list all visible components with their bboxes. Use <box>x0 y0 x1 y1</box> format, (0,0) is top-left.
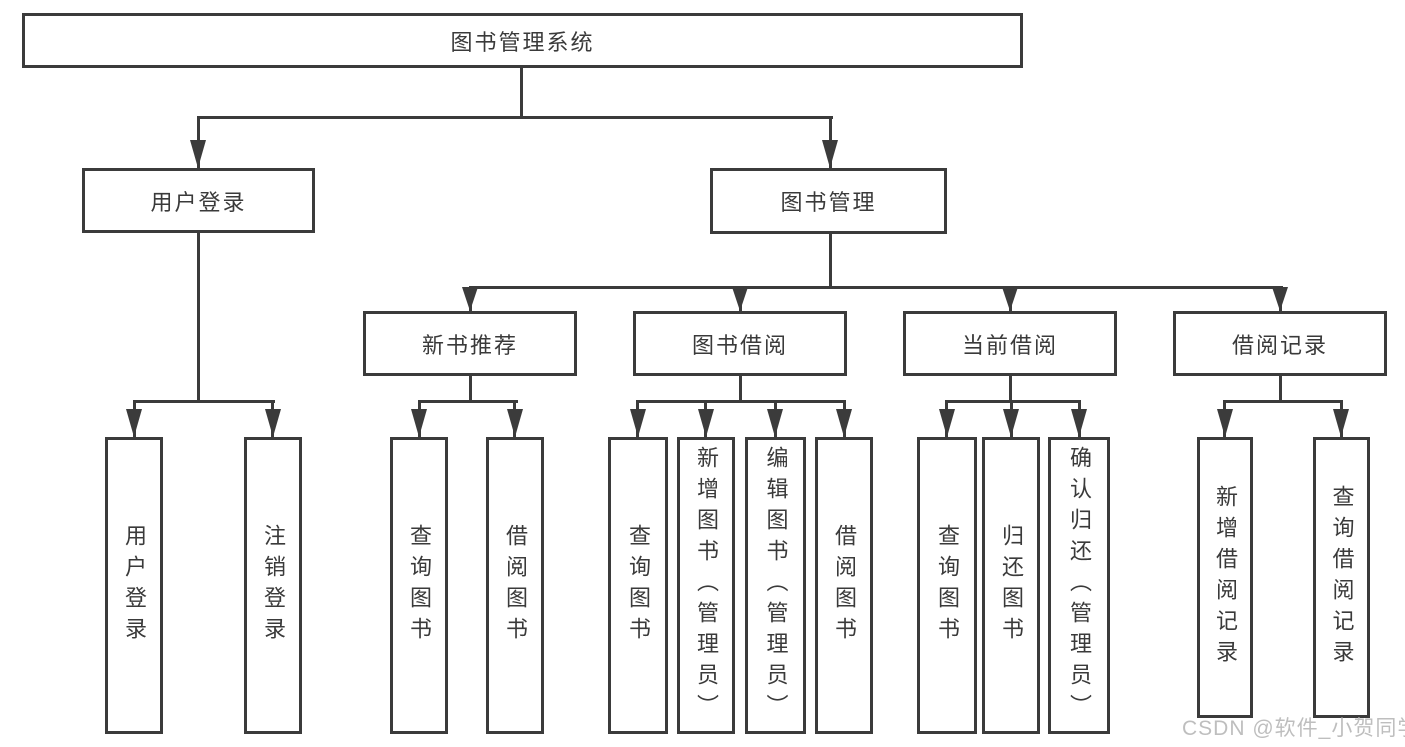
arrow-down-icon <box>265 409 281 437</box>
node-label: 图书借阅 <box>691 332 788 358</box>
node-library-management-system: 图书管理系统 <box>22 13 1023 68</box>
connector-line <box>1279 376 1282 403</box>
node-book-management: 图书管理 <box>710 168 947 234</box>
node-label: 新书推荐 <box>421 332 518 358</box>
node-label: 归还图书 <box>999 523 1024 648</box>
arrow-down-icon <box>836 409 852 437</box>
node-label: 编辑图书（管理员） <box>763 446 789 725</box>
node-user-login: 用户登录 <box>82 168 315 233</box>
arrow-down-icon <box>190 140 206 168</box>
connector-line <box>945 400 1081 403</box>
node-label: 用户登录 <box>122 523 147 648</box>
arrow-down-icon <box>462 287 478 311</box>
arrow-down-icon <box>1002 287 1018 311</box>
leaf-borrow-books-recommend: 借阅图书 <box>486 437 544 734</box>
csdn-watermark: CSDN @软件_小贺同学 <box>1182 717 1405 740</box>
arrow-down-icon <box>767 409 783 437</box>
arrow-down-icon <box>126 409 142 437</box>
connector-line <box>469 286 1283 289</box>
connector-line <box>520 68 523 118</box>
node-label: 当前借阅 <box>961 332 1058 358</box>
arrow-down-icon <box>1071 409 1087 437</box>
connector-line <box>829 234 832 289</box>
connector-line <box>636 400 846 403</box>
leaf-query-books-current: 查询图书 <box>917 437 977 734</box>
connector-line <box>469 376 472 403</box>
connector-line <box>133 400 275 403</box>
arrow-down-icon <box>732 287 748 311</box>
arrow-down-icon <box>411 409 427 437</box>
node-new-book-recommend: 新书推荐 <box>363 311 577 376</box>
node-label: 新增图书（管理员） <box>694 446 719 725</box>
connector-line <box>1223 400 1343 403</box>
node-label: 借阅图书 <box>832 523 857 648</box>
leaf-query-books-recommend: 查询图书 <box>390 437 448 734</box>
node-label: 查询图书 <box>935 523 960 648</box>
leaf-edit-books-admin: 编辑图书（管理员） <box>745 437 806 734</box>
arrow-down-icon <box>507 409 523 437</box>
arrow-down-icon <box>939 409 955 437</box>
node-current-borrow: 当前借阅 <box>903 311 1117 376</box>
arrow-down-icon <box>1272 287 1288 311</box>
leaf-add-borrow-record: 新增借阅记录 <box>1197 437 1253 718</box>
node-label: 注销登录 <box>261 523 286 648</box>
connector-line <box>197 233 200 403</box>
node-label: 查询图书 <box>407 523 432 648</box>
arrow-down-icon <box>1003 409 1019 437</box>
arrow-down-icon <box>822 140 838 168</box>
arrow-down-icon <box>1217 409 1233 437</box>
connector-line <box>197 116 833 119</box>
node-label: 新增借阅记录 <box>1213 484 1238 671</box>
leaf-query-borrow-record: 查询借阅记录 <box>1313 437 1370 718</box>
arrow-down-icon <box>1333 409 1349 437</box>
arrow-down-icon <box>630 409 646 437</box>
leaf-logout-login: 注销登录 <box>244 437 302 734</box>
connector-line <box>1009 376 1012 403</box>
leaf-query-books-borrow: 查询图书 <box>608 437 668 734</box>
node-label: 图书管理 <box>780 190 877 215</box>
leaf-borrow-books: 借阅图书 <box>815 437 873 734</box>
leaf-return-books: 归还图书 <box>982 437 1040 734</box>
node-label: 确认归还（管理员） <box>1067 446 1092 725</box>
node-borrow-records: 借阅记录 <box>1173 311 1387 376</box>
leaf-user-login: 用户登录 <box>105 437 163 734</box>
node-label: 查询图书 <box>626 523 651 648</box>
node-book-borrow: 图书借阅 <box>633 311 847 376</box>
leaf-add-books-admin: 新增图书（管理员） <box>677 437 735 734</box>
node-label: 图书管理系统 <box>450 29 595 55</box>
arrow-down-icon <box>698 409 714 437</box>
node-label: 借阅图书 <box>503 523 528 648</box>
node-label: 借阅记录 <box>1231 332 1328 358</box>
node-label: 用户登录 <box>150 189 247 215</box>
connector-line <box>739 376 742 403</box>
node-label: 查询借阅记录 <box>1329 484 1355 671</box>
leaf-confirm-return-admin: 确认归还（管理员） <box>1048 437 1110 734</box>
connector-line <box>418 400 518 403</box>
